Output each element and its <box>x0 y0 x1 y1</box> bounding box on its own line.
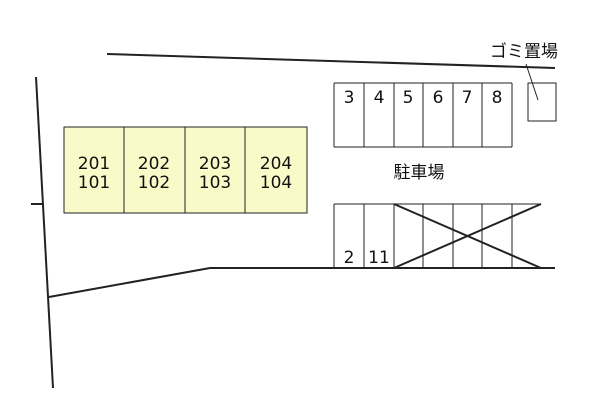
cross-line <box>393 203 542 269</box>
parking-slot-number: 6 <box>433 88 444 108</box>
parking-slot-number: 3 <box>344 88 355 108</box>
unit-upper-number: 202 <box>138 154 170 174</box>
parking-slot-number: 8 <box>492 88 503 108</box>
parking-top-row <box>333 82 513 148</box>
unit-upper-number: 204 <box>260 154 292 174</box>
unit-lower-number: 104 <box>260 173 292 193</box>
parking-slot-number: 11 <box>368 248 390 268</box>
parking-label: 駐車場 <box>394 163 445 183</box>
parking-slot-number: 7 <box>462 88 473 108</box>
parking-slot-number: 5 <box>403 88 414 108</box>
unavailable-cross-mark <box>393 203 542 269</box>
garbage-area-box <box>527 82 557 122</box>
building: 201 101 202 102 203 103 204 104 <box>63 126 308 214</box>
parking-slot-number: 2 <box>344 248 355 268</box>
unit-upper-number: 203 <box>199 154 231 174</box>
unit-lower-number: 101 <box>78 173 110 193</box>
unit-lower-number: 102 <box>138 173 170 193</box>
bottom-road-line <box>48 267 555 298</box>
garbage-leader-line <box>525 63 539 101</box>
unit-upper-number: 201 <box>78 154 110 174</box>
parking-bottom-row <box>333 203 541 268</box>
parking-slot-number: 4 <box>374 88 385 108</box>
road-lines <box>31 53 556 389</box>
top-road-line <box>106 53 556 69</box>
garbage-area-label: ゴミ置場 <box>490 41 558 62</box>
left-road-line <box>35 76 54 389</box>
unit-lower-number: 103 <box>199 173 231 193</box>
